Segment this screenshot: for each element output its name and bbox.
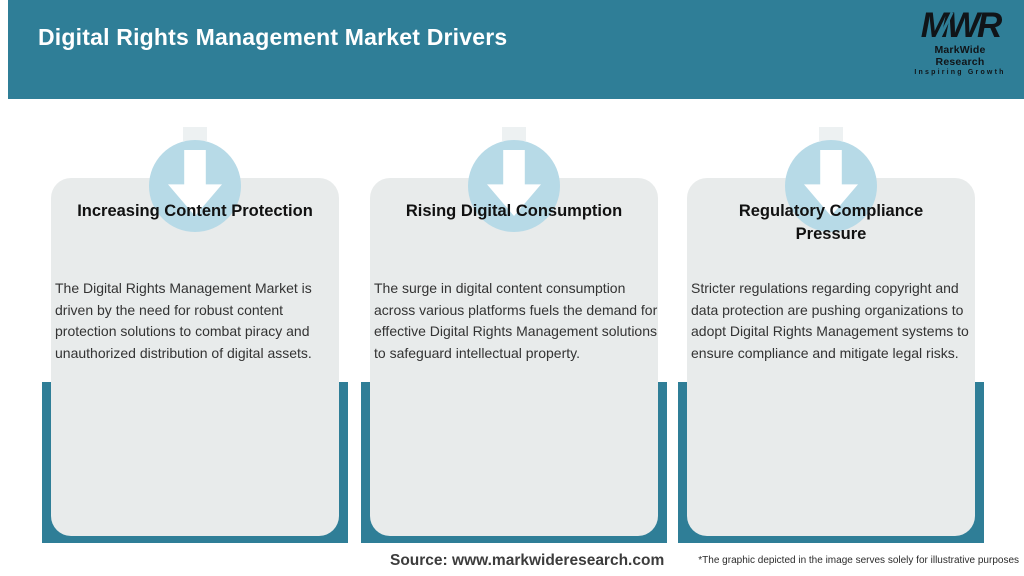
- logo-company-name: MarkWide Research: [934, 44, 986, 68]
- card-description: The Digital Rights Management Market is …: [55, 280, 312, 361]
- card-title: Rising Digital Consumption: [405, 202, 623, 220]
- card-panel: [370, 178, 658, 536]
- card-title: Regulatory Compliance Pressure: [738, 202, 924, 243]
- card-description: The surge in digital content consumption…: [374, 280, 658, 361]
- page-title: Digital Rights Management Market Drivers: [38, 24, 508, 50]
- logo-mark-text: MWR: [920, 6, 1002, 45]
- logo-mwr-monogram: MWR: [910, 8, 1010, 44]
- disclaimer-text: *The graphic depicted in the image serve…: [698, 555, 1019, 566]
- arrow-ghost-stem: [183, 127, 207, 141]
- driver-card-regulatory-compliance: Regulatory Compliance Pressure Stricter …: [678, 127, 984, 543]
- card-panel: [687, 178, 975, 536]
- card-panel: [51, 178, 339, 536]
- driver-card-content-protection: Increasing Content Protection The Digita…: [42, 127, 348, 543]
- arrow-ghost-stem: [502, 127, 526, 141]
- card-description: Stricter regulations regarding copyright…: [691, 280, 969, 361]
- logo-tagline: Inspiring Growth: [914, 69, 1006, 76]
- driver-card-digital-consumption: Rising Digital Consumption The surge in …: [361, 127, 667, 543]
- markwide-research-logo: MWR MarkWide Research Inspiring Growth: [910, 8, 1010, 77]
- header-band: Digital Rights Management Market Drivers…: [8, 0, 1024, 99]
- card-title: Increasing Content Protection: [77, 202, 313, 220]
- source-text: Source: www.markwideresearch.com: [390, 552, 665, 569]
- arrow-ghost-stem: [819, 127, 843, 141]
